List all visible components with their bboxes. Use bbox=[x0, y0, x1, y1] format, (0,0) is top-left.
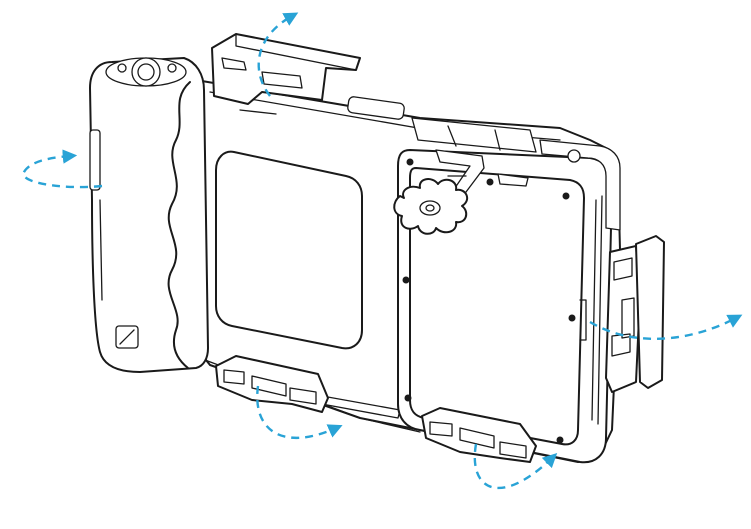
arrow-bottom-left-latch bbox=[256, 385, 343, 439]
arrow-right-latch bbox=[589, 314, 743, 341]
bottom-left-latch bbox=[215, 355, 329, 413]
right-latch bbox=[579, 235, 665, 393]
arrow-left-grip bbox=[22, 149, 103, 189]
arrow-top-latch bbox=[257, 12, 299, 97]
thumb-screw-knob bbox=[393, 149, 485, 235]
rotation-arrows bbox=[22, 12, 743, 489]
arrow-bottom-right-latch bbox=[473, 443, 558, 489]
bottom-right-latch bbox=[421, 407, 537, 463]
cold-shoe-window bbox=[215, 109, 363, 350]
handle-grip bbox=[89, 57, 209, 373]
top-latch bbox=[211, 33, 361, 105]
